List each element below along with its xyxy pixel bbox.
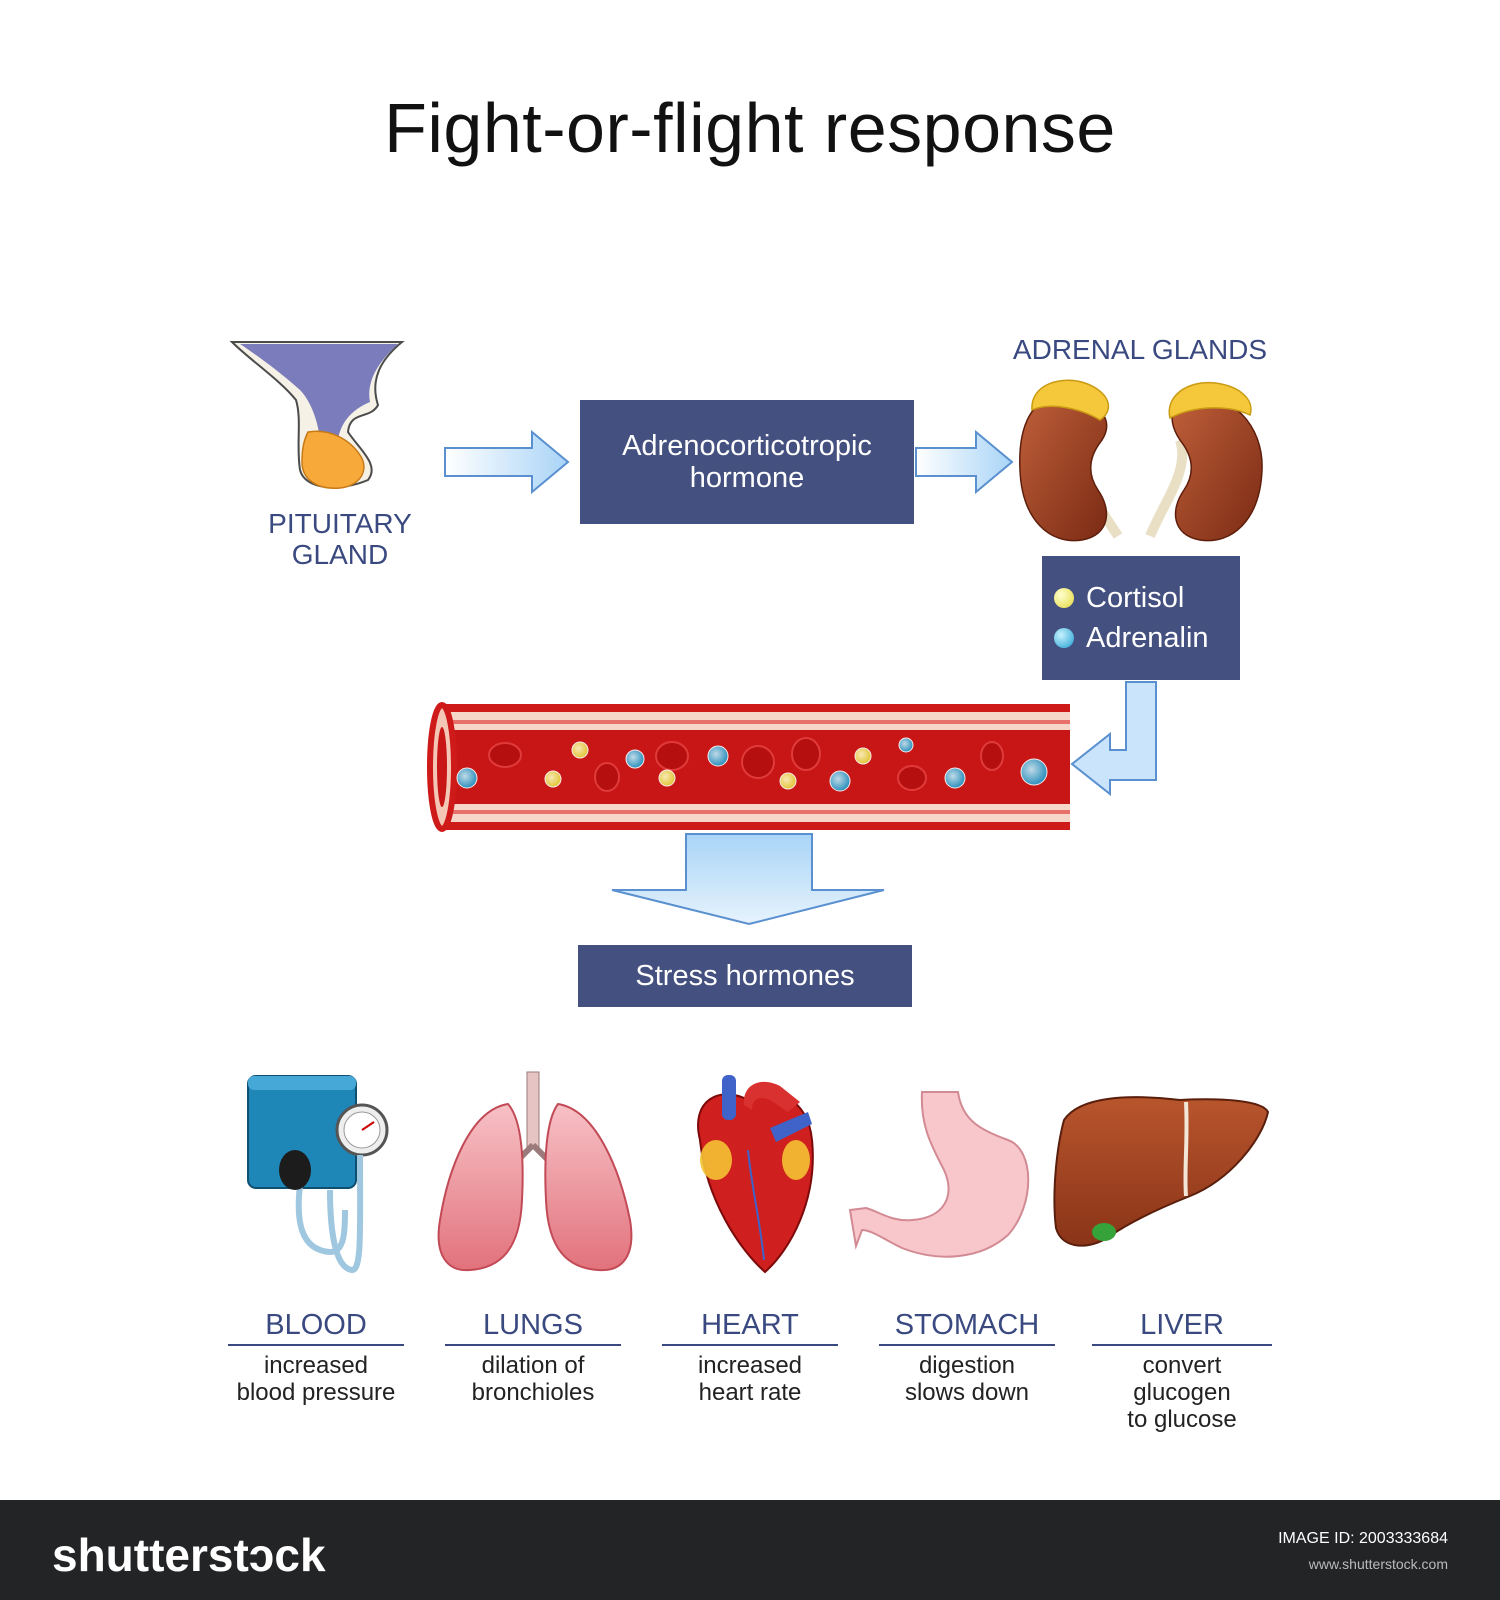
hormone-item-adrenalin: Adrenalin <box>1054 618 1240 658</box>
adrenal-glands-icon <box>1019 379 1263 542</box>
effect-desc-line1: convert glucogen <box>1133 1352 1231 1406</box>
effect-desc-line2: bronchioles <box>471 1379 595 1406</box>
effect-divider <box>879 1344 1055 1346</box>
effect-organ-name: HEART <box>701 1309 799 1341</box>
effect-desc-line2: slows down <box>904 1379 1030 1406</box>
stress-hormones-box: Stress hormones <box>578 945 912 1007</box>
effect-organ-name: LIVER <box>1140 1309 1224 1341</box>
adrenal-glands-label: ADRENAL GLANDS <box>1012 334 1268 365</box>
effect-blood: BLOOD increased blood pressure <box>228 1308 404 1406</box>
effect-desc-line2: heart rate <box>698 1379 802 1406</box>
arrow-to-stress-hormones <box>611 833 885 926</box>
hormone-legend-box: Cortisol Adrenalin <box>1042 556 1240 680</box>
pituitary-label-line2: GLAND <box>291 539 389 570</box>
page-title: Fight-or-flight response <box>384 89 1116 167</box>
site-url: www.shutterstock.com <box>1308 1556 1448 1572</box>
arrow-to-bloodstream <box>1070 681 1157 797</box>
effect-desc-line2: to glucose <box>1127 1406 1237 1433</box>
acth-box: Adrenocorticotropic hormone <box>580 400 914 524</box>
effect-organ-name: BLOOD <box>265 1309 367 1341</box>
pituitary-gland-label: PITUITARY GLAND <box>250 508 430 570</box>
hormone-item-cortisol: Cortisol <box>1054 578 1240 618</box>
effect-organ-name: STOMACH <box>894 1309 1040 1341</box>
arrow-to-adrenal <box>915 429 1014 495</box>
stomach-icon <box>848 1091 1030 1258</box>
hormone-name: Cortisol <box>1086 581 1185 614</box>
effect-divider <box>1092 1344 1272 1346</box>
image-id: IMAGE ID: 2003333684 <box>1278 1530 1448 1547</box>
brand-logo: shutterstɔck <box>52 1529 326 1581</box>
blood-pressure-cuff-icon <box>247 1075 389 1274</box>
liver-icon <box>1053 1096 1270 1247</box>
effect-divider <box>228 1344 404 1346</box>
effect-heart: HEART increased heart rate <box>662 1308 838 1406</box>
effect-desc-line2: blood pressure <box>236 1379 396 1406</box>
effect-desc-line1: dilation of <box>481 1352 585 1379</box>
blood-vessel-icon <box>427 702 1070 832</box>
effect-divider <box>662 1344 838 1346</box>
effect-stomach: STOMACH digestion slows down <box>879 1308 1055 1406</box>
effect-desc-line1: increased <box>697 1352 803 1379</box>
pituitary-gland-icon <box>229 341 405 489</box>
footer-bar <box>0 1500 1500 1600</box>
lungs-icon <box>437 1071 633 1272</box>
heart-icon <box>697 1075 814 1274</box>
effect-liver: LIVER convert glucogen to glucose <box>1092 1308 1272 1433</box>
acth-line1: Adrenocorticotropic <box>622 430 872 462</box>
effect-lungs: LUNGS dilation of bronchioles <box>445 1308 621 1406</box>
effect-desc-line1: digestion <box>918 1352 1016 1379</box>
acth-line2: hormone <box>689 462 805 494</box>
hormone-name: Adrenalin <box>1086 621 1209 654</box>
cortisol-dot-icon <box>1054 588 1074 608</box>
diagram-illustration <box>229 341 1270 1274</box>
pituitary-label-line1: PITUITARY <box>268 508 412 539</box>
effect-desc-line1: increased <box>263 1352 369 1379</box>
effect-organ-name: LUNGS <box>483 1309 583 1341</box>
adrenalin-dot-icon <box>1054 628 1074 648</box>
arrow-to-acth <box>444 429 570 495</box>
effect-divider <box>445 1344 621 1346</box>
